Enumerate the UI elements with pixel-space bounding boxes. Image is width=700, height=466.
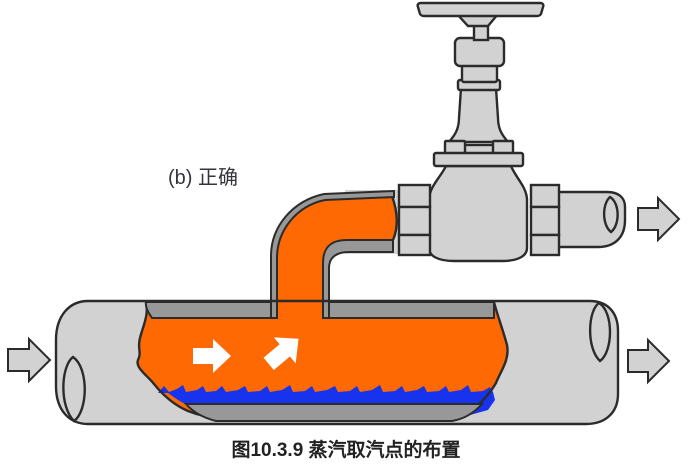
main-pipe-top-wall-left xyxy=(144,301,272,319)
figure-caption: 图10.3.9 蒸汽取汽点的布置 xyxy=(231,438,460,461)
valve-yoke-block xyxy=(453,36,506,68)
main-pipe-outline xyxy=(54,299,620,426)
handwheel-icon xyxy=(416,1,545,18)
pipe-wall-sections xyxy=(144,189,495,422)
valve-bonnet-neck xyxy=(446,86,511,144)
takeoff-cut-edge xyxy=(390,194,398,242)
globe-valve xyxy=(397,1,561,263)
main-pipe-top-wall-right xyxy=(328,301,495,319)
valve-union-left xyxy=(397,183,432,257)
valve-outlet-pipe xyxy=(556,190,627,249)
pipe-outlet-flow-arrow xyxy=(627,337,671,385)
valve-outlet-flow-arrow xyxy=(637,195,681,243)
steam-flow-arrow-diagonal xyxy=(263,337,299,370)
cutaway-left-edge xyxy=(136,300,218,419)
valve-outlet-pipe-end-face xyxy=(602,195,619,234)
subfigure-label: (b) 正确 xyxy=(168,166,238,189)
valve-bonnet-flange xyxy=(432,151,525,168)
takeoff-steam-flow xyxy=(277,197,397,322)
main-pipe-bottom-wall xyxy=(183,403,485,422)
takeoff-inner-wall xyxy=(322,239,394,319)
inlet-flow-arrow xyxy=(7,336,52,384)
steam-flow-region xyxy=(137,302,508,418)
valve-union-right xyxy=(529,183,561,257)
main-pipe-left-end-face xyxy=(62,355,86,423)
main-pipe-right-end-face xyxy=(589,301,612,363)
takeoff-outer-wall xyxy=(270,189,395,319)
steam-flow-arrow-horizontal xyxy=(193,339,231,373)
valve-body xyxy=(427,164,529,263)
